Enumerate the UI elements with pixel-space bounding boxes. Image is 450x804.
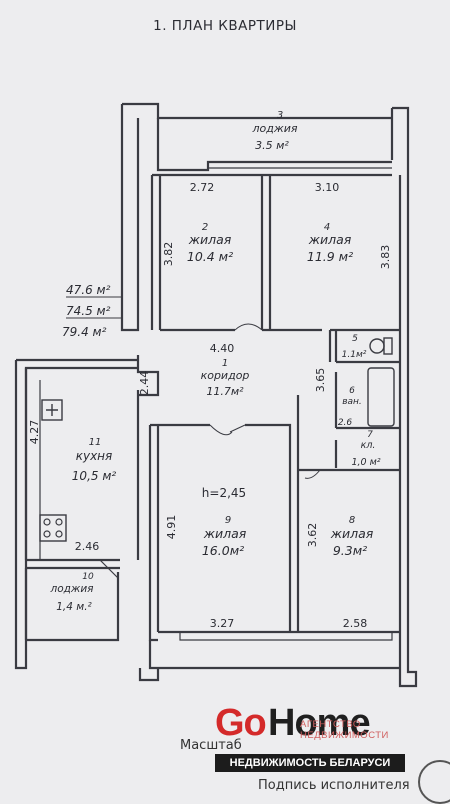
dim-room8-width: 2.58	[343, 617, 368, 630]
dim-room9-width: 3.27	[210, 617, 235, 630]
ceiling-height: h=2,45	[202, 486, 246, 500]
room-10-name: лоджия	[50, 583, 94, 595]
room-3-area: 3.5 м²	[255, 139, 289, 152]
dim-corridor-length: 4.40	[210, 342, 235, 355]
room-4-area: 11.9 м²	[307, 249, 353, 264]
area-totals: 47.6 м² 74.5 м² 79.4 м²	[62, 283, 122, 339]
dim-wetzone-length: 3.65	[314, 368, 327, 393]
room-1-area: 11.7м²	[206, 385, 244, 398]
room-7-area: 1,0 м²	[351, 457, 380, 468]
room-2-name: жилая	[188, 232, 232, 247]
watermark-tagline: АГЕНТСТВО НЕДВИЖИМОСТИ	[300, 719, 389, 741]
room-10-number: 10	[82, 572, 94, 582]
dim-room2-depth: 3.82	[162, 242, 175, 267]
watermark-brand-home: Home	[268, 702, 371, 744]
dim-kitchen-depth: 4.27	[28, 420, 41, 445]
room-5-number: 5	[352, 334, 358, 344]
dim-room4-depth: 3.83	[379, 245, 392, 270]
total-area-with-loggias: 79.4 м²	[62, 325, 107, 339]
plan-title: 1. ПЛАН КВАРТИРЫ	[153, 18, 297, 34]
total-living-area: 47.6 м²	[66, 283, 111, 297]
room-2-number: 2	[202, 222, 208, 233]
room-10-area: 1,4 м.²	[56, 601, 92, 613]
room-7-number: 7	[367, 430, 373, 440]
dim-room4-width: 3.10	[315, 181, 340, 194]
room-1-name: коридор	[201, 369, 250, 382]
signature-label: Подпись исполнителя	[258, 778, 410, 793]
room-9-area: 16.0м²	[202, 543, 244, 558]
room-8-area: 9.3м²	[333, 543, 367, 558]
watermark-brand-go: Go	[215, 702, 267, 744]
room-7-name: кл.	[361, 440, 376, 451]
walls	[14, 102, 418, 688]
watermark-band: НЕДВИЖИМОСТЬ БЕЛАРУСИ	[215, 754, 405, 772]
dim-kitchen-width: 2.46	[75, 540, 100, 553]
room-4-number: 4	[324, 222, 330, 233]
room-9-number: 9	[225, 515, 231, 526]
room-8-number: 8	[349, 515, 355, 526]
room-11-area: 10,5 м²	[72, 469, 117, 483]
room-8-name: жилая	[330, 526, 374, 541]
dim-room2-width: 2.72	[190, 181, 215, 194]
dim-corridor-width: 2.44	[138, 371, 151, 396]
dim-room8-depth: 3.62	[306, 523, 319, 548]
room-labels: 3 лоджия 3.5 м² 2 жилая 10.4 м² 4 жилая …	[50, 110, 381, 613]
total-area: 74.5 м²	[66, 304, 111, 318]
room-11-number: 11	[89, 437, 102, 448]
room-5-area: 1.1м²	[342, 350, 367, 360]
room-3-number: 3	[277, 110, 283, 121]
room-6-number: 6	[349, 386, 355, 396]
room-6-name: ван.	[342, 397, 362, 407]
dimension-labels: 2.72 3.10 3.82 3.83 4.40 2.44 3.65 4.27 …	[28, 181, 392, 630]
room-4-name: жилая	[308, 232, 352, 247]
room-9-name: жилая	[203, 526, 247, 541]
scale-label: Масштаб	[180, 738, 242, 753]
room-2-area: 10.4 м²	[187, 249, 233, 264]
room-1-number: 1	[222, 358, 228, 369]
room-6-area: 2.6	[338, 418, 353, 428]
room-3-name: лоджия	[251, 122, 297, 135]
dim-room9-depth: 4.91	[165, 515, 178, 540]
room-11-name: кухня	[76, 449, 113, 463]
